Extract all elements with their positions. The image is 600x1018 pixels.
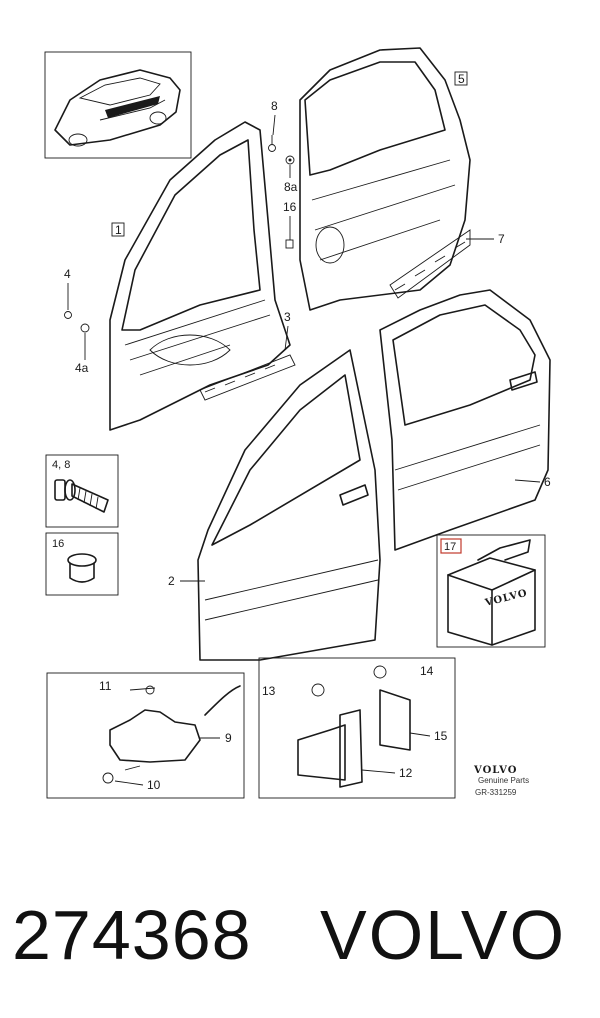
rear-hinge-detail-box: 13 14 15 12 <box>258 657 456 799</box>
exploded-parts-diagram: 1 5 8 8a 16 4 4a 3 7 6 2 4, 8 16 <box>44 47 551 799</box>
rear-door-outer-panel <box>379 289 551 551</box>
cap-box-label: 16 <box>52 538 64 550</box>
genuine-parts-brand: VOLVO Genuine Parts GR-331259 <box>473 765 529 797</box>
front-door-inner-frame <box>109 121 296 431</box>
callout-9: 9 <box>225 731 232 745</box>
box-brand-stamp: VOLVO <box>483 588 529 609</box>
callout-labels: 1 5 8 8a 16 4 4a 3 7 6 2 <box>64 71 551 588</box>
cap-detail-box: 16 <box>45 532 119 596</box>
callout-16: 16 <box>283 200 297 214</box>
callout-14: 14 <box>420 664 434 678</box>
callout-8a: 8a <box>284 180 298 194</box>
fastener-detail-box: 4, 8 <box>45 454 119 528</box>
callout-2: 2 <box>168 574 175 588</box>
footer <box>0 850 600 1018</box>
kit-box-label: 17 <box>444 541 456 553</box>
brand-subtitle: Genuine Parts <box>478 776 529 785</box>
callout-10: 10 <box>147 778 161 792</box>
callout-4a: 4a <box>75 361 89 375</box>
part-number: 274368 <box>12 896 252 974</box>
front-door-outer-panel <box>197 349 381 661</box>
rear-door-inner-frame <box>299 47 471 311</box>
callout-1: 1 <box>115 223 122 237</box>
kit-detail-box: 17 VOLVO <box>436 534 546 648</box>
callout-8: 8 <box>271 99 278 113</box>
callout-13: 13 <box>262 684 276 698</box>
vehicle-thumbnail <box>44 51 192 159</box>
brand-logo: VOLVO <box>473 765 517 776</box>
callout-7: 7 <box>498 232 505 246</box>
callout-5: 5 <box>458 72 465 86</box>
fastener-box-label: 4, 8 <box>52 459 70 471</box>
callout-4: 4 <box>64 267 71 281</box>
front-hinge-detail-box: 11 9 10 <box>46 672 245 799</box>
callout-6: 6 <box>544 475 551 489</box>
brand-name: VOLVO <box>320 896 567 974</box>
callout-12: 12 <box>399 766 413 780</box>
small-fasteners <box>64 135 295 333</box>
callout-11: 11 <box>99 679 112 693</box>
callout-15: 15 <box>434 729 448 743</box>
diagram-reference: GR-331259 <box>475 788 517 797</box>
callout-3: 3 <box>284 310 291 324</box>
